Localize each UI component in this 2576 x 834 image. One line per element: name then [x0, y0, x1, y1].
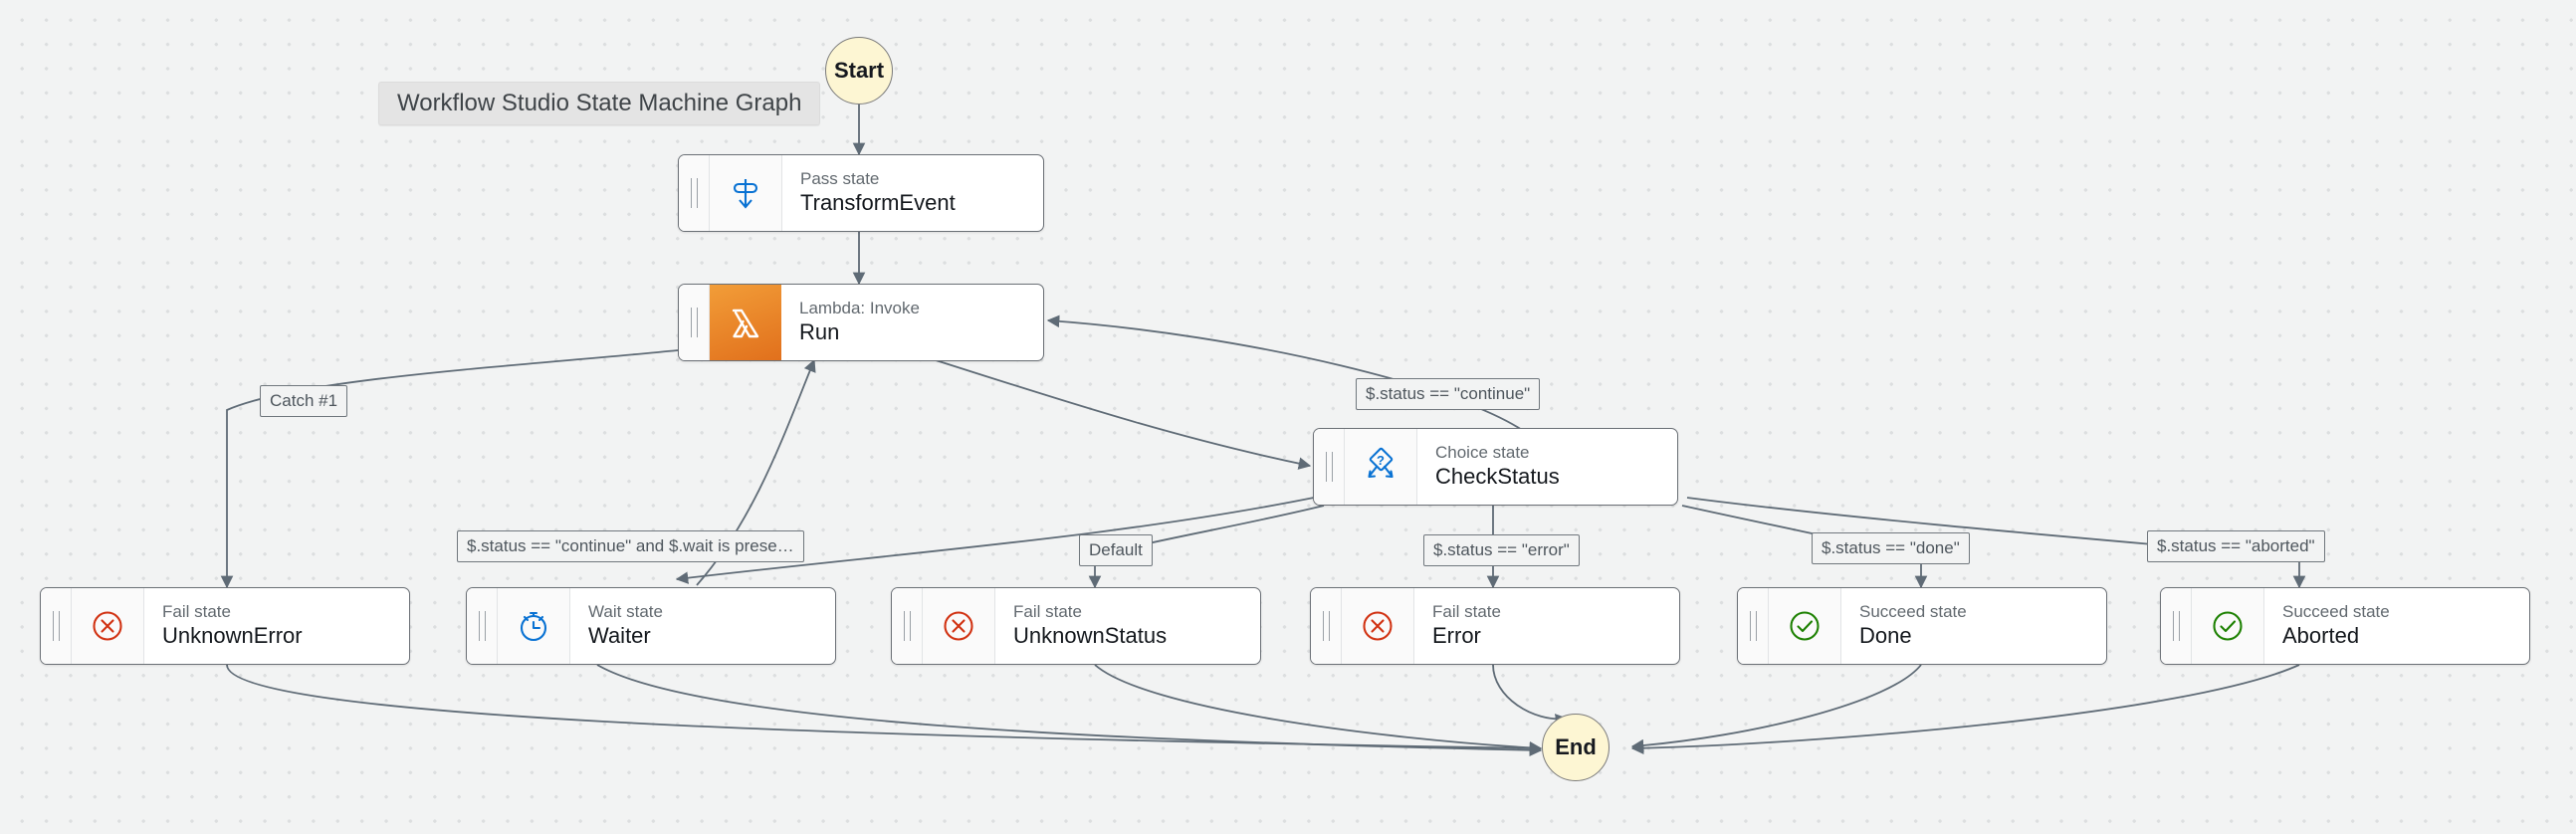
fail-state-icon — [1342, 588, 1414, 664]
edge-done-to-end — [1630, 664, 1922, 752]
drag-handle[interactable] — [2161, 588, 2192, 664]
edge-label-text: Catch #1 — [270, 391, 338, 410]
edge-waiter-to-end — [596, 664, 1543, 757]
state-name-label: Aborted — [2282, 623, 2360, 649]
edge-run-to-checkstatus — [935, 359, 1312, 470]
state-type-label: Choice state — [1435, 443, 1530, 463]
state-node-waiter[interactable]: Wait state Waiter — [466, 587, 836, 665]
state-node-transformevent[interactable]: Pass state TransformEvent — [678, 154, 1044, 232]
state-node-labels: Fail state Error — [1414, 588, 1679, 664]
state-node-labels: Fail state UnknownError — [144, 588, 409, 664]
edge-label-text: $.status == "aborted" — [2157, 536, 2315, 555]
end-node-label: End — [1555, 734, 1597, 759]
drag-handle[interactable] — [679, 155, 710, 231]
drag-handle[interactable] — [892, 588, 923, 664]
state-type-label: Succeed state — [2282, 602, 2390, 622]
state-type-label: Fail state — [162, 602, 231, 622]
state-type-label: Succeed state — [1859, 602, 1967, 622]
state-node-unknownstatus[interactable]: Fail state UnknownStatus — [891, 587, 1261, 665]
state-name-label: CheckStatus — [1435, 464, 1560, 490]
wait-state-icon — [498, 588, 570, 664]
edge-label-error[interactable]: $.status == "error" — [1423, 534, 1580, 566]
state-type-label: Wait state — [588, 602, 663, 622]
fail-state-icon — [923, 588, 995, 664]
state-node-run[interactable]: Lambda: Invoke Run — [678, 284, 1044, 361]
state-name-label: Run — [799, 319, 840, 345]
state-type-label: Fail state — [1013, 602, 1082, 622]
edge-label-text: $.status == "continue" — [1366, 384, 1531, 403]
edge-error-to-end — [1492, 664, 1569, 727]
choice-state-icon: ? — [1345, 429, 1417, 505]
state-node-labels: Lambda: Invoke Run — [781, 285, 1043, 360]
edge-unknownstatus-to-end — [1094, 664, 1543, 754]
state-type-label: Lambda: Invoke — [799, 299, 920, 318]
edge-label-continue-wait[interactable]: $.status == "continue" and $.wait is pre… — [457, 530, 804, 562]
state-node-checkstatus[interactable]: ? Choice state CheckStatus — [1313, 428, 1678, 506]
edge-unknownerror-to-end — [226, 664, 1543, 755]
state-node-aborted[interactable]: Succeed state Aborted — [2160, 587, 2530, 665]
edge-label-catch-1[interactable]: Catch #1 — [260, 385, 348, 417]
edge-label-text: Default — [1089, 540, 1143, 559]
state-node-error[interactable]: Fail state Error — [1310, 587, 1680, 665]
drag-handle[interactable] — [1314, 429, 1345, 505]
state-node-done[interactable]: Succeed state Done — [1737, 587, 2107, 665]
state-name-label: Done — [1859, 623, 1912, 649]
state-node-labels: Succeed state Aborted — [2264, 588, 2529, 664]
state-name-label: UnknownStatus — [1013, 623, 1168, 649]
edge-label-text: $.status == "error" — [1433, 540, 1570, 559]
drag-handle[interactable] — [467, 588, 498, 664]
state-name-label: UnknownError — [162, 623, 303, 649]
state-node-labels: Succeed state Done — [1841, 588, 2106, 664]
graph-title-chip: Workflow Studio State Machine Graph — [378, 82, 821, 125]
edge-label-text: $.status == "done" — [1822, 538, 1960, 557]
pass-state-icon — [710, 155, 782, 231]
edge-label-aborted[interactable]: $.status == "aborted" — [2147, 530, 2325, 562]
graph-title-text: Workflow Studio State Machine Graph — [397, 90, 802, 116]
edge-label-done[interactable]: $.status == "done" — [1812, 532, 1970, 564]
start-node[interactable]: Start — [825, 37, 893, 104]
state-node-unknownerror[interactable]: Fail state UnknownError — [40, 587, 410, 665]
lambda-icon — [710, 285, 781, 360]
state-name-label: Waiter — [588, 623, 651, 649]
edge-label-text: $.status == "continue" and $.wait is pre… — [467, 536, 794, 555]
succeed-state-icon — [2192, 588, 2264, 664]
drag-handle[interactable] — [1738, 588, 1769, 664]
state-type-label: Pass state — [800, 169, 880, 189]
edge-label-continue[interactable]: $.status == "continue" — [1356, 378, 1541, 410]
state-name-label: Error — [1432, 623, 1481, 649]
drag-handle[interactable] — [41, 588, 72, 664]
state-name-label: TransformEvent — [800, 190, 956, 216]
state-node-labels: Pass state TransformEvent — [782, 155, 1043, 231]
fail-state-icon — [72, 588, 144, 664]
state-node-labels: Wait state Waiter — [570, 588, 835, 664]
drag-handle[interactable] — [1311, 588, 1342, 664]
drag-handle[interactable] — [679, 285, 710, 360]
state-node-labels: Choice state CheckStatus — [1417, 429, 1677, 505]
state-node-labels: Fail state UnknownStatus — [995, 588, 1260, 664]
edge-aborted-to-end — [1630, 664, 2300, 755]
svg-text:?: ? — [1377, 453, 1385, 468]
end-node[interactable]: End — [1542, 714, 1610, 781]
edge-label-default[interactable]: Default — [1079, 534, 1153, 566]
succeed-state-icon — [1769, 588, 1841, 664]
start-node-label: Start — [833, 58, 885, 83]
state-type-label: Fail state — [1432, 602, 1501, 622]
